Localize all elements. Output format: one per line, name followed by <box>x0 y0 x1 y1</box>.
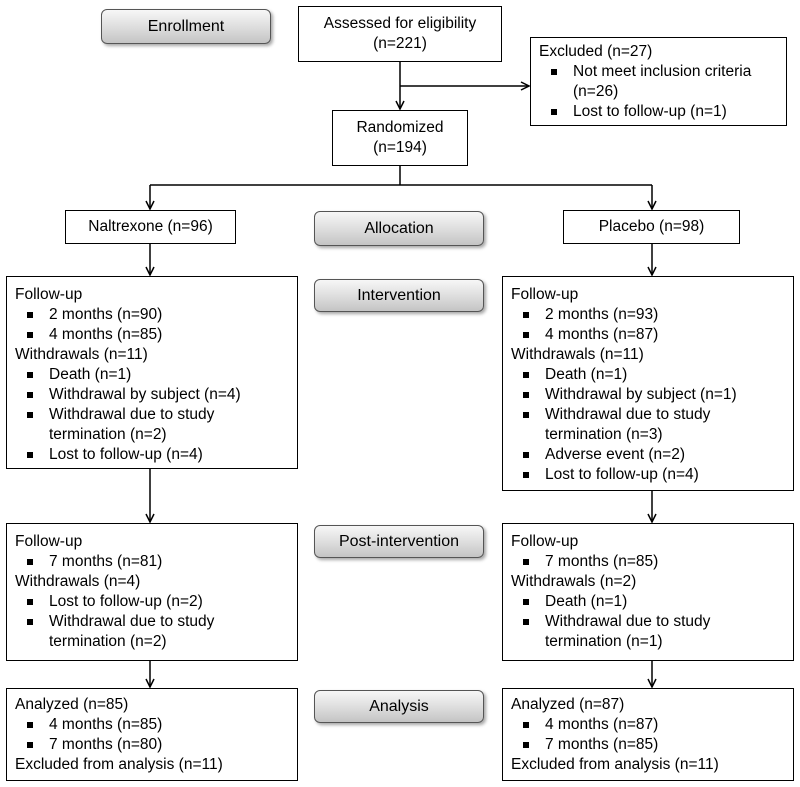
stage-enrollment: Enrollment <box>101 9 271 44</box>
naltrexone-post-box: Follow-up 7 months (n=81) Withdrawals (n… <box>6 523 298 661</box>
placebo-excluded-from-analysis: Excluded from analysis (n=11) <box>511 756 719 773</box>
randomized-box: Randomized (n=194) <box>332 110 468 166</box>
list-item: 4 months (n=85) <box>15 325 289 345</box>
placebo-post-followup-heading: Follow-up <box>511 533 579 550</box>
list-item: 2 months (n=93) <box>511 305 785 325</box>
naltrexone-post-withdrawals-heading: Withdrawals (n=4) <box>15 573 141 590</box>
list-item: Withdrawal due to study termination (n=3… <box>511 405 785 445</box>
stage-analysis-label: Analysis <box>369 697 429 715</box>
naltrexone-analyzed-heading: Analyzed (n=85) <box>15 696 129 713</box>
list-item: Death (n=1) <box>511 365 785 385</box>
placebo-analysis-box: Analyzed (n=87) 4 months (n=87) 7 months… <box>502 688 794 781</box>
list-item: Withdrawal due to study termination (n=2… <box>15 612 289 652</box>
stage-post-intervention: Post-intervention <box>314 525 484 558</box>
naltrexone-withdrawals-heading: Withdrawals (n=11) <box>15 346 148 363</box>
placebo-analyzed-heading: Analyzed (n=87) <box>511 696 625 713</box>
excluded-box: Excluded (n=27) Not meet inclusion crite… <box>530 37 787 126</box>
naltrexone-analysis-box: Analyzed (n=85) 4 months (n=85) 7 months… <box>6 688 298 781</box>
placebo-post-box: Follow-up 7 months (n=85) Withdrawals (n… <box>502 523 794 661</box>
randomized-label: Randomized <box>356 119 444 136</box>
excluded-item-criteria: Not meet inclusion criteria (n=26) <box>539 62 778 102</box>
list-item: Withdrawal by subject (n=4) <box>15 385 289 405</box>
naltrexone-intervention-box: Follow-up 2 months (n=90) 4 months (n=85… <box>6 276 298 469</box>
stage-post-intervention-label: Post-intervention <box>338 532 460 550</box>
list-item: Lost to follow-up (n=2) <box>15 592 289 612</box>
naltrexone-group-box: Naltrexone (n=96) <box>65 210 236 244</box>
randomized-count: (n=194) <box>373 139 427 156</box>
list-item: 4 months (n=87) <box>511 715 785 735</box>
list-item: 4 months (n=87) <box>511 325 785 345</box>
placebo-post-withdrawals-heading: Withdrawals (n=2) <box>511 573 637 590</box>
list-item: 7 months (n=80) <box>15 735 289 755</box>
list-item: 7 months (n=81) <box>15 552 289 572</box>
list-item: 7 months (n=85) <box>511 735 785 755</box>
placebo-withdrawals-heading: Withdrawals (n=11) <box>511 346 644 363</box>
naltrexone-post-followup-heading: Follow-up <box>15 533 83 550</box>
list-item: Adverse event (n=2) <box>511 445 785 465</box>
naltrexone-excluded-from-analysis: Excluded from analysis (n=11) <box>15 756 223 773</box>
stage-analysis: Analysis <box>314 690 484 723</box>
stage-allocation: Allocation <box>314 211 484 246</box>
placebo-intervention-box: Follow-up 2 months (n=93) 4 months (n=87… <box>502 276 794 491</box>
placebo-followup-heading: Follow-up <box>511 286 579 303</box>
list-item: Withdrawal due to study termination (n=1… <box>511 612 785 652</box>
list-item: 4 months (n=85) <box>15 715 289 735</box>
list-item: 7 months (n=85) <box>511 552 785 572</box>
assessed-label: Assessed for eligibility <box>323 15 477 32</box>
list-item: Lost to follow-up (n=4) <box>511 465 785 485</box>
assessed-box: Assessed for eligibility (n=221) <box>298 6 502 62</box>
stage-enrollment-label: Enrollment <box>147 17 225 35</box>
stage-allocation-label: Allocation <box>364 219 434 237</box>
naltrexone-followup-heading: Follow-up <box>15 286 83 303</box>
list-item: Withdrawal due to study termination (n=2… <box>15 405 289 445</box>
placebo-group-box: Placebo (n=98) <box>563 210 740 244</box>
stage-intervention: Intervention <box>314 279 484 312</box>
list-item: Withdrawal by subject (n=1) <box>511 385 785 405</box>
placebo-group-label: Placebo (n=98) <box>598 218 705 235</box>
excluded-item-lost: Lost to follow-up (n=1) <box>539 102 778 122</box>
list-item: Death (n=1) <box>15 365 289 385</box>
assessed-count: (n=221) <box>373 35 427 52</box>
excluded-title: Excluded (n=27) <box>539 43 653 60</box>
list-item: Lost to follow-up (n=4) <box>15 445 289 465</box>
stage-intervention-label: Intervention <box>357 286 441 304</box>
naltrexone-group-label: Naltrexone (n=96) <box>88 218 213 235</box>
list-item: Death (n=1) <box>511 592 785 612</box>
list-item: 2 months (n=90) <box>15 305 289 325</box>
